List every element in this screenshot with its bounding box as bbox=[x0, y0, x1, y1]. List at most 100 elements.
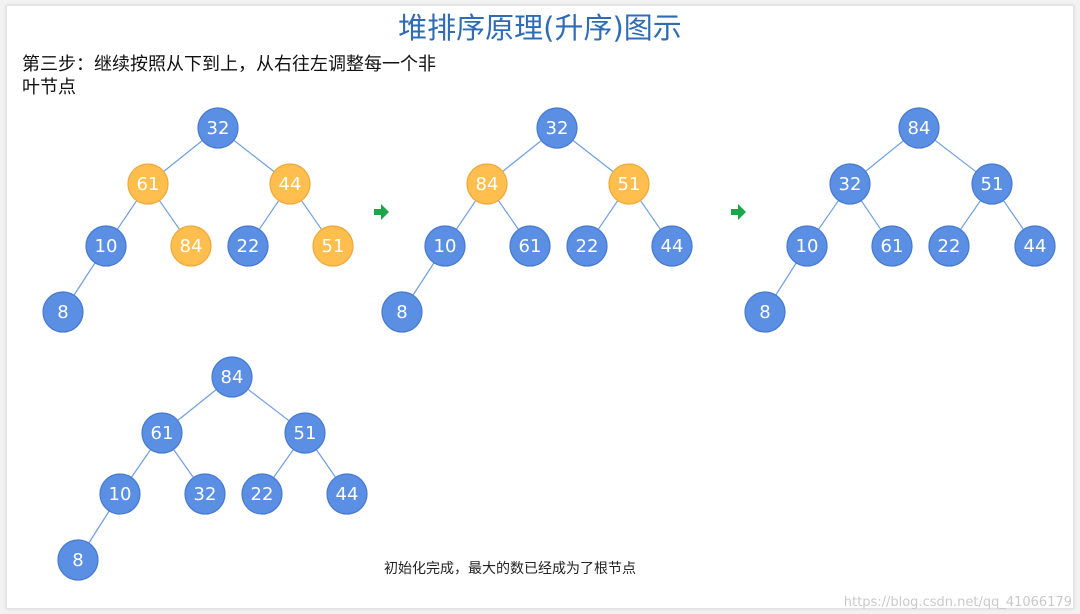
node-value: 44 bbox=[661, 236, 684, 257]
node-circle bbox=[971, 163, 1013, 205]
node-value: 8 bbox=[396, 302, 407, 323]
node-value: 51 bbox=[981, 174, 1004, 195]
node-circle bbox=[651, 225, 693, 267]
tree-edge bbox=[502, 140, 542, 172]
node-circle bbox=[42, 291, 84, 333]
right-arrow-icon bbox=[731, 204, 746, 220]
tree-node: 61 bbox=[127, 163, 169, 205]
node-value: 44 bbox=[1024, 236, 1047, 257]
node-circle bbox=[241, 473, 283, 515]
node-circle bbox=[141, 412, 183, 454]
node-value: 61 bbox=[151, 423, 174, 444]
right-arrow-icon bbox=[374, 204, 389, 220]
tree-node: 32 bbox=[184, 473, 226, 515]
node-circle bbox=[170, 225, 212, 267]
tree-node: 8 bbox=[381, 291, 423, 333]
node-circle bbox=[509, 225, 551, 267]
node-value: 32 bbox=[194, 484, 217, 505]
tree-node: 44 bbox=[326, 473, 368, 515]
tree-edge bbox=[959, 200, 982, 230]
tree-edge bbox=[934, 139, 977, 173]
tree-edge bbox=[233, 139, 275, 173]
tree-edge bbox=[116, 200, 138, 230]
tree-node: 51 bbox=[284, 412, 326, 454]
node-circle bbox=[608, 163, 650, 205]
tree-edge bbox=[1002, 200, 1025, 230]
node-circle bbox=[928, 225, 970, 267]
node-value: 84 bbox=[180, 236, 203, 257]
node-value: 8 bbox=[57, 302, 68, 323]
node-circle bbox=[326, 473, 368, 515]
tree-node: 8 bbox=[744, 291, 786, 333]
node-circle bbox=[284, 412, 326, 454]
tree-node: 8 bbox=[42, 291, 84, 333]
caption: 初始化完成，最大的数已经成为了根节点 bbox=[384, 561, 636, 577]
node-circle bbox=[184, 473, 226, 515]
node-value: 51 bbox=[618, 174, 641, 195]
tree-edge bbox=[173, 449, 194, 478]
node-circle bbox=[85, 225, 127, 267]
tree-node: 61 bbox=[871, 225, 913, 267]
tree-node: 51 bbox=[312, 225, 354, 267]
node-value: 44 bbox=[336, 484, 359, 505]
tree-node: 8 bbox=[57, 539, 99, 581]
node-value: 84 bbox=[476, 174, 499, 195]
tree-edge bbox=[865, 140, 904, 172]
tree-edge bbox=[73, 262, 96, 296]
node-value: 32 bbox=[546, 118, 569, 139]
page-title: 堆排序原理(升序)图示 bbox=[398, 11, 682, 45]
node-circle bbox=[424, 225, 466, 267]
node-value: 22 bbox=[237, 236, 260, 257]
node-value: 10 bbox=[95, 236, 118, 257]
tree-2: 32 84 51 10 61 22 44 8 bbox=[381, 107, 693, 333]
tree-edge bbox=[572, 139, 614, 173]
tree-edge bbox=[639, 200, 662, 230]
tree-edge bbox=[258, 200, 280, 230]
tree-node: 10 bbox=[424, 225, 466, 267]
tree-node: 32 bbox=[829, 163, 871, 205]
tree-edge bbox=[177, 389, 217, 421]
node-circle bbox=[871, 225, 913, 267]
node-value: 22 bbox=[576, 236, 599, 257]
tree-node: 22 bbox=[566, 225, 608, 267]
tree-edge bbox=[315, 449, 337, 478]
tree-node: 84 bbox=[466, 163, 508, 205]
tree-node: 84 bbox=[898, 107, 940, 149]
node-circle bbox=[744, 291, 786, 333]
node-circle bbox=[197, 107, 239, 149]
node-value: 8 bbox=[72, 550, 83, 571]
slide bbox=[6, 5, 1074, 609]
node-value: 32 bbox=[839, 174, 862, 195]
node-value: 32 bbox=[207, 118, 230, 139]
node-value: 51 bbox=[294, 423, 317, 444]
tree-node: 84 bbox=[170, 225, 212, 267]
tree-node: 51 bbox=[608, 163, 650, 205]
node-circle bbox=[898, 107, 940, 149]
node-value: 61 bbox=[881, 236, 904, 257]
watermark: https://blog.csdn.net/qq_41066179 bbox=[843, 595, 1072, 610]
node-circle bbox=[57, 539, 99, 581]
tree-edge bbox=[273, 449, 294, 478]
tree-edge bbox=[163, 140, 203, 172]
node-value: 10 bbox=[109, 484, 132, 505]
tree-edge bbox=[817, 200, 840, 230]
tree-node: 10 bbox=[99, 473, 141, 515]
tree-node: 61 bbox=[141, 412, 183, 454]
tree-node: 22 bbox=[227, 225, 269, 267]
node-circle bbox=[786, 225, 828, 267]
tree-edge bbox=[247, 388, 290, 422]
node-value: 61 bbox=[137, 174, 160, 195]
tree-node: 51 bbox=[971, 163, 1013, 205]
node-circle bbox=[269, 163, 311, 205]
tree-node: 61 bbox=[509, 225, 551, 267]
tree-node: 84 bbox=[211, 356, 253, 398]
tree-4: 84 61 51 10 32 22 44 8 bbox=[57, 356, 368, 581]
tree-edge bbox=[158, 200, 181, 230]
node-value: 51 bbox=[322, 236, 345, 257]
node-value: 8 bbox=[759, 302, 770, 323]
tree-node: 22 bbox=[928, 225, 970, 267]
node-value: 84 bbox=[221, 367, 244, 388]
tree-edge bbox=[597, 200, 619, 230]
node-value: 22 bbox=[251, 484, 274, 505]
